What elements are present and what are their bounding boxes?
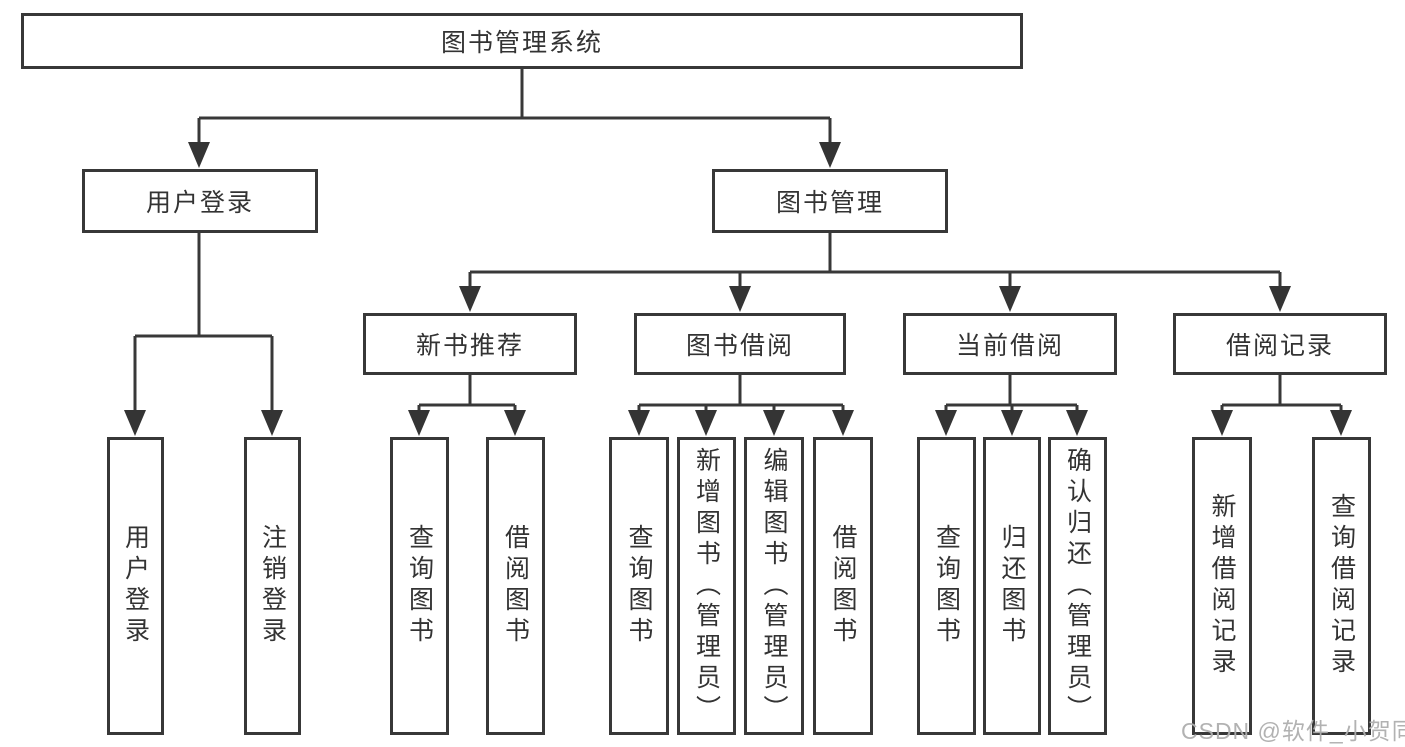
node-new-book-recommend: 新书推荐 [363, 313, 577, 375]
node-label: 确认归还（管理员） [1063, 446, 1092, 726]
watermark: CSDN @软件_小贺同学 [1181, 718, 1405, 744]
node-book-management: 图书管理 [712, 169, 948, 233]
leaf-confirm-return-admin: 确认归还（管理员） [1048, 437, 1107, 735]
leaf-query-books-current: 查询图书 [917, 437, 976, 735]
leaf-return-books: 归还图书 [983, 437, 1041, 735]
leaf-user-login: 用户登录 [107, 437, 164, 735]
leaf-query-books-recommend: 查询图书 [390, 437, 449, 735]
leaf-borrow-books-recommend: 借阅图书 [486, 437, 545, 735]
node-label: 查询图书 [625, 524, 653, 648]
node-label: 用户登录 [145, 189, 254, 217]
node-current-borrowing: 当前借阅 [903, 313, 1117, 375]
node-label: 查询图书 [405, 524, 434, 648]
node-label: 借阅图书 [829, 524, 857, 648]
node-label: 新增借阅记录 [1208, 493, 1236, 679]
node-label: 归还图书 [998, 524, 1026, 648]
node-label: 图书管理 [775, 189, 884, 217]
leaf-borrow-books-borrowing: 借阅图书 [813, 437, 873, 735]
node-label: 图书管理系统 [440, 29, 603, 57]
leaf-add-book-admin: 新增图书（管理员） [677, 437, 736, 735]
node-label: 新书推荐 [415, 332, 524, 360]
node-book-borrowing: 图书借阅 [634, 313, 846, 375]
node-library-management-system: 图书管理系统 [21, 13, 1023, 69]
node-label: 图书借阅 [685, 332, 794, 360]
node-label: 借阅记录 [1225, 332, 1334, 360]
node-user-login: 用户登录 [82, 169, 318, 233]
leaf-add-borrow-record: 新增借阅记录 [1192, 437, 1252, 735]
node-label: 新增图书（管理员） [692, 446, 721, 726]
node-label: 编辑图书（管理员） [760, 446, 788, 726]
leaf-logout: 注销登录 [244, 437, 301, 735]
node-label: 查询借阅记录 [1327, 493, 1356, 679]
node-label: 当前借阅 [955, 332, 1064, 360]
node-label: 用户登录 [121, 524, 150, 648]
node-label: 查询图书 [932, 524, 961, 648]
node-label: 借阅图书 [501, 524, 530, 648]
leaf-query-books-borrowing: 查询图书 [609, 437, 669, 735]
node-borrowing-records: 借阅记录 [1173, 313, 1387, 375]
node-label: 注销登录 [258, 524, 287, 648]
arrowheads [124, 142, 1352, 436]
leaf-edit-book-admin: 编辑图书（管理员） [744, 437, 804, 735]
leaf-query-borrow-record: 查询借阅记录 [1312, 437, 1371, 735]
